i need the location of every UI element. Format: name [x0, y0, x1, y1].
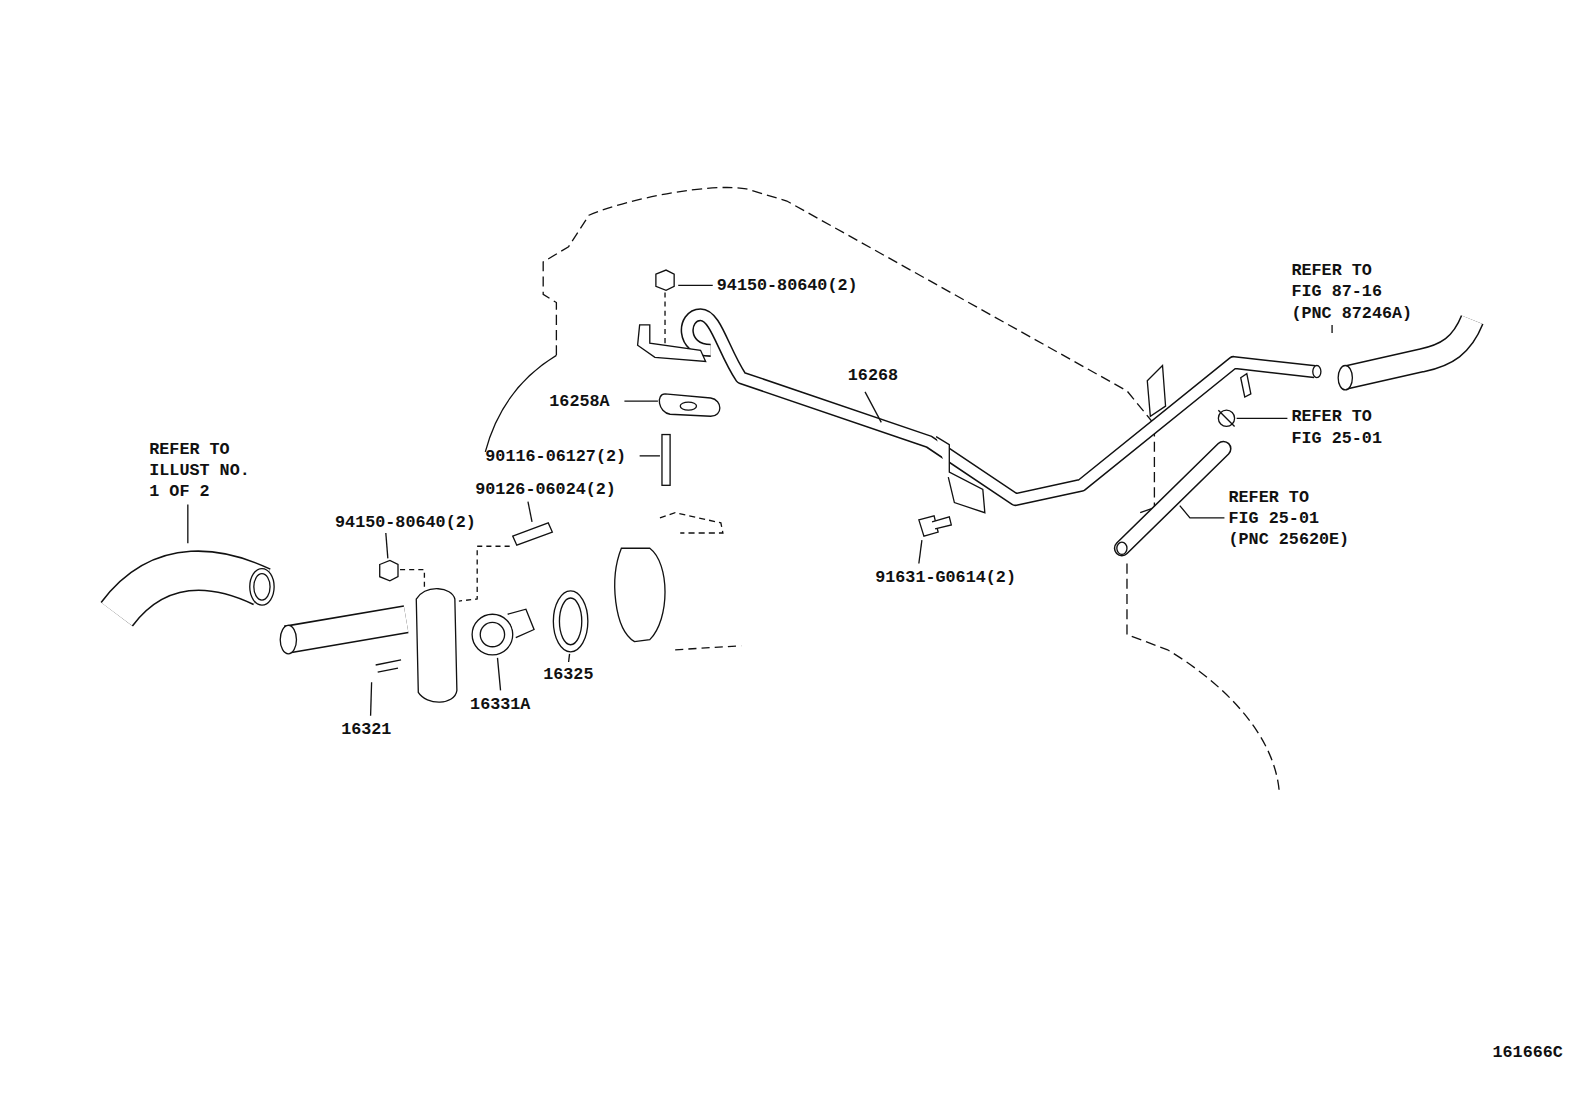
radiator-hose	[117, 571, 262, 615]
part-number: 94150-80640(2)	[335, 512, 476, 533]
water-outlet	[286, 619, 406, 639]
hose	[1345, 320, 1472, 378]
outlet-flange	[416, 589, 457, 702]
bolt	[932, 517, 951, 529]
pipe-bracket	[936, 437, 985, 513]
nut	[656, 270, 674, 290]
part-number: 90126-06024(2)	[475, 479, 616, 500]
engine-outline	[1127, 563, 1279, 791]
assembly-line	[400, 570, 424, 589]
pipe-end	[1313, 366, 1321, 378]
hose-end	[1338, 366, 1352, 390]
outlet-end	[280, 625, 296, 653]
gasket	[659, 394, 720, 416]
hose	[1122, 449, 1224, 548]
bypass-pipe	[687, 315, 1315, 500]
part-number: 91631-G0614(2)	[875, 567, 1016, 588]
leader-line	[640, 455, 660, 456]
water-outlet	[286, 619, 406, 639]
leader-line	[919, 540, 922, 563]
engine-outline	[1154, 426, 1155, 507]
thermostat-gasket	[559, 598, 581, 645]
thermostat	[480, 622, 504, 646]
engine-outline	[675, 646, 741, 650]
thermostat-gasket	[553, 591, 588, 652]
engine-port	[660, 513, 723, 533]
hose	[1122, 449, 1224, 548]
hose	[1345, 320, 1472, 378]
radiator-hose	[117, 571, 262, 615]
leader-line	[386, 533, 388, 558]
leader-line	[497, 658, 500, 690]
hose-clip	[1218, 410, 1234, 426]
engine-outline	[485, 355, 556, 451]
thermostat-valve	[508, 609, 534, 637]
leader-line	[1237, 418, 1288, 419]
part-number: 94150-80640(2)	[717, 275, 858, 296]
reference-note: REFER TO FIG 87-16 (PNC 87246A)	[1291, 260, 1412, 324]
leader-line	[1180, 506, 1225, 518]
callout-number: 16325	[543, 664, 593, 685]
pipe-bracket	[1147, 366, 1165, 417]
leader-line	[371, 682, 372, 716]
callout-number: 16258A	[549, 391, 609, 412]
bypass-pipe	[687, 315, 1315, 500]
assembly-line	[459, 546, 510, 601]
leader-line	[624, 400, 658, 401]
reference-note: REFER TO ILLUST NO. 1 OF 2	[149, 439, 250, 503]
leader-line	[678, 285, 713, 286]
assembly-line	[664, 292, 665, 345]
leader-line	[569, 654, 570, 662]
pipe-bracket	[638, 325, 706, 362]
figure-id: 161666C	[1492, 1042, 1562, 1063]
hose-end	[1117, 542, 1127, 554]
leader-line	[187, 505, 188, 544]
engine-outline	[543, 187, 1154, 424]
part-number: 90116-06127(2)	[485, 446, 626, 467]
thermostat	[472, 614, 513, 655]
engine-port	[615, 548, 665, 641]
reference-note: REFER TO FIG 25-01	[1291, 406, 1381, 449]
hose-end	[254, 574, 270, 600]
hose-end	[250, 569, 274, 606]
pipe-stub	[1241, 374, 1251, 397]
leader-line	[865, 392, 881, 422]
leader-line	[528, 502, 532, 522]
hose-clip	[1218, 410, 1234, 426]
stud	[513, 523, 553, 545]
stud	[662, 435, 670, 486]
gasket-hole	[680, 402, 696, 410]
callout-number: 16268	[848, 364, 898, 385]
nut	[380, 560, 398, 580]
callout-number: 16331A	[470, 693, 530, 714]
reference-note: REFER TO FIG 25-01 (PNC 25620E)	[1229, 486, 1350, 550]
leader-line	[1331, 325, 1332, 333]
outlet-marks	[376, 660, 401, 672]
callout-number: 16321	[341, 719, 391, 740]
